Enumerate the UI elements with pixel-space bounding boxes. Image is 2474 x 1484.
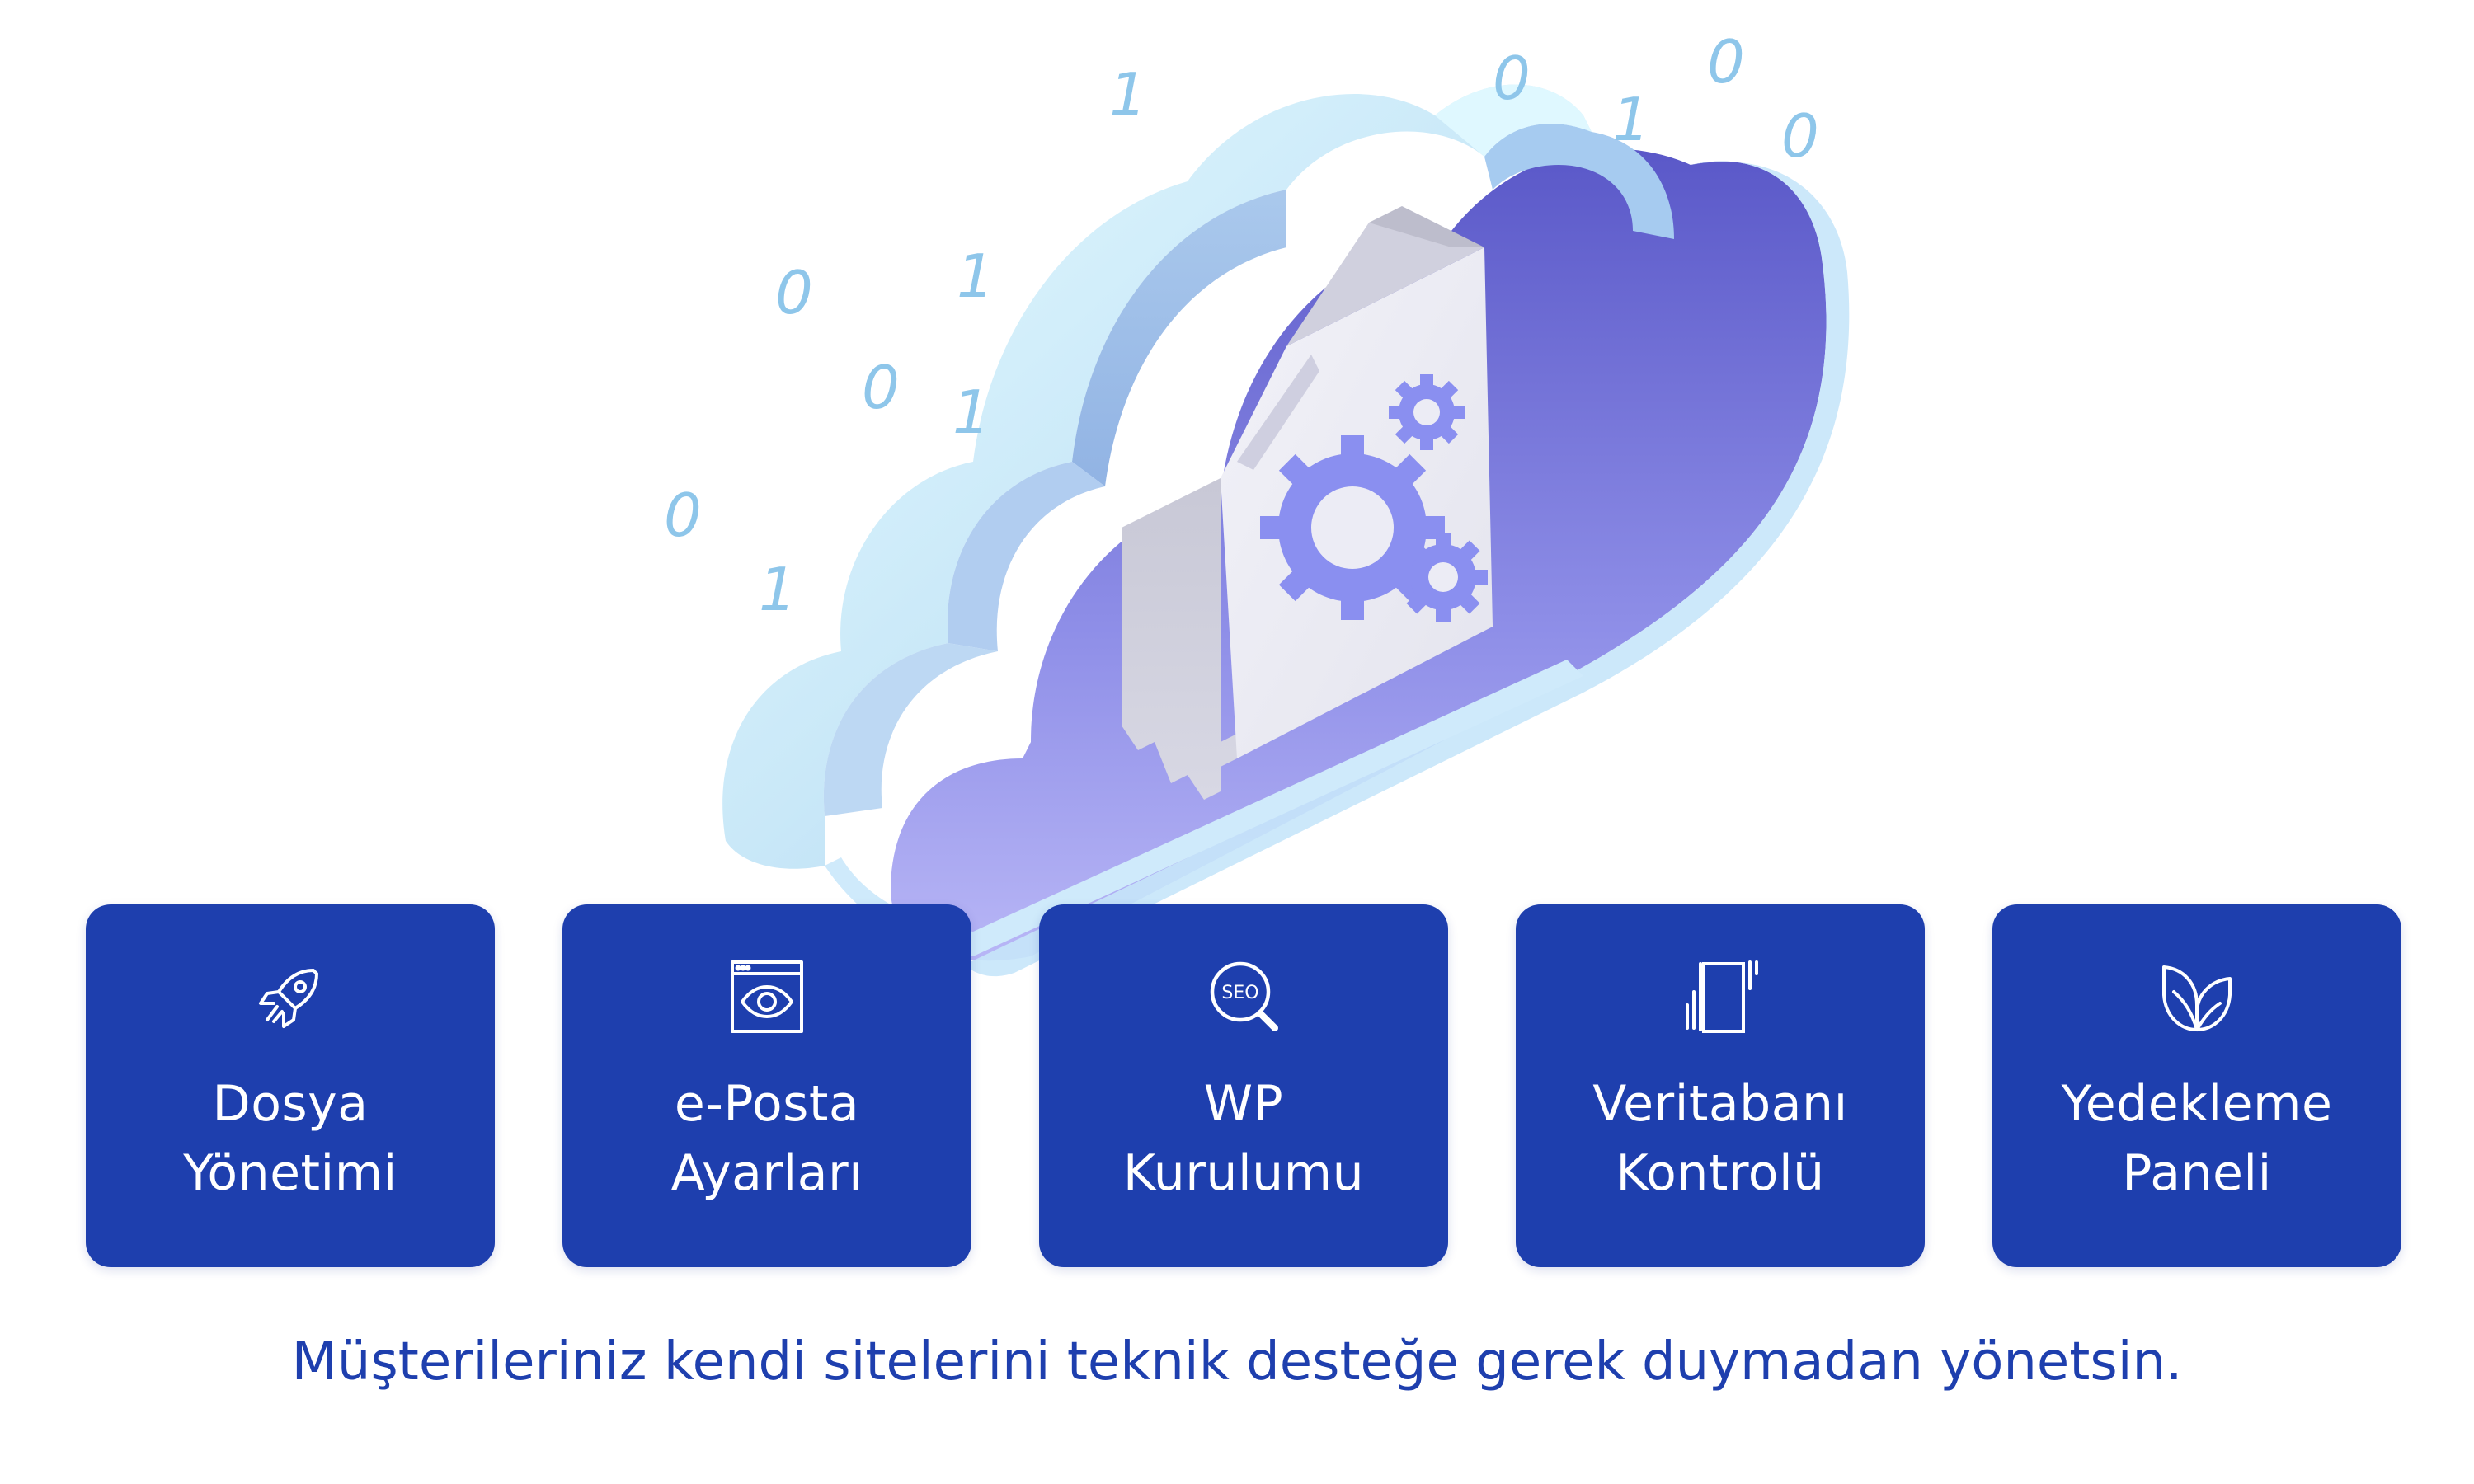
tagline: Müşterileriniz kendi sitelerini teknik d… — [291, 1331, 2183, 1392]
database-bars-icon — [1679, 956, 1761, 1038]
binary-digit: 0 — [862, 353, 900, 422]
binary-digit: 1 — [759, 555, 797, 624]
binary-digit: 0 — [775, 258, 813, 327]
hero-illustration: 1 0 1 0 0 0 1 0 1 0 1 0 0 — [664, 27, 1850, 977]
binary-digit: 1 — [1109, 60, 1147, 129]
binary-digit: 1 — [952, 378, 990, 447]
binary-digit: 1 — [1612, 85, 1650, 154]
binary-digit: 0 — [1781, 101, 1819, 171]
binary-digits: 1 0 1 0 0 0 1 0 1 0 1 0 0 — [664, 27, 1819, 624]
card-yedekleme-paneli[interactable]: Yedekleme Paneli — [1992, 904, 2401, 1267]
card-veritabani-kontrolu[interactable]: Veritabanı Kontrolü — [1516, 904, 1925, 1267]
card-wp-kurulumu[interactable]: SEO WP Kurulumu — [1039, 904, 1448, 1267]
feature-cards: Dosya Yönetimi e-Posta Ayarları — [86, 904, 2401, 1267]
gear-icon — [1260, 374, 1488, 622]
card-label: Yedekleme Paneli — [2061, 1075, 2333, 1202]
binary-digit: 0 — [1493, 44, 1531, 113]
binary-digit: 0 — [664, 481, 702, 550]
card-label: Veritabanı Kontrolü — [1592, 1075, 1848, 1202]
card-eposta-ayarlari[interactable]: e-Posta Ayarları — [562, 904, 971, 1267]
leaf-icon — [2156, 956, 2238, 1038]
card-label: e-Posta Ayarları — [670, 1075, 863, 1202]
binary-digit: 0 — [1707, 27, 1745, 96]
rocket-icon — [249, 956, 332, 1038]
card-dosya-yonetimi[interactable]: Dosya Yönetimi — [86, 904, 495, 1267]
browser-eye-icon — [726, 956, 808, 1038]
card-label: Dosya Yönetimi — [183, 1075, 397, 1202]
svg-text:SEO: SEO — [1221, 983, 1258, 1003]
seo-search-icon: SEO — [1202, 956, 1285, 1038]
binary-digit: 1 — [957, 242, 995, 311]
card-label: WP Kurulumu — [1122, 1075, 1365, 1202]
